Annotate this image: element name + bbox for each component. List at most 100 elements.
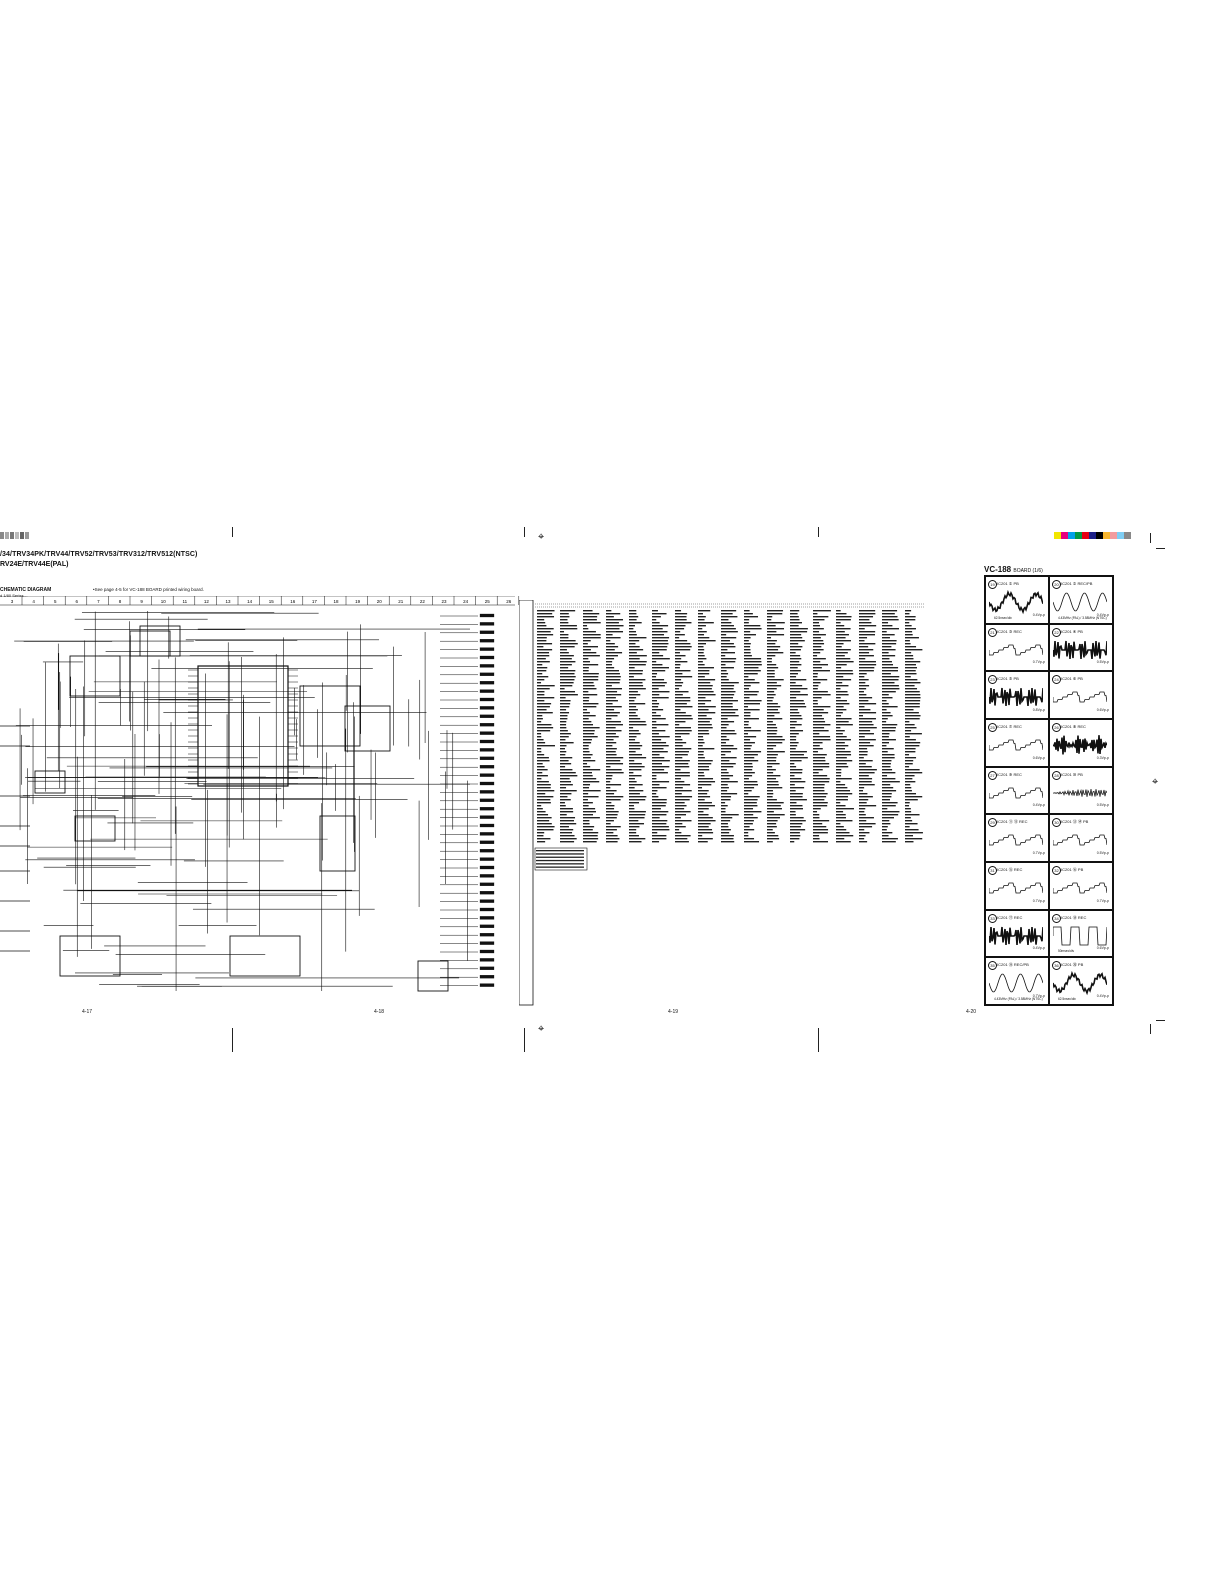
grid-number: 4: [32, 599, 35, 604]
waveform-title: VC-188 BOARD (1/6): [984, 565, 1043, 574]
page-number: 4-18: [374, 1009, 385, 1015]
waveform-trace: [989, 974, 1043, 993]
color-swatch: [1061, 532, 1068, 539]
waveform-ref: IC201 ⑩ PB: [1061, 771, 1083, 777]
waveform-number: 33: [988, 913, 997, 923]
waveform-ref: IC201 ⑲ REC/PB: [997, 962, 1029, 968]
waveform-trace: [1053, 735, 1107, 755]
waveform-trace: [989, 688, 1043, 707]
color-registration-bar: [1054, 532, 1131, 539]
waveform-ref: IC201 ⑳ PB: [1061, 962, 1084, 968]
page-title: /34/TRV34PK/TRV44/TRV52/TRV53/TRV312/TRV…: [0, 551, 198, 558]
grid-number: 7: [97, 599, 100, 604]
waveform-number: 21: [988, 627, 997, 637]
waveform-trace: [1053, 926, 1107, 946]
grid-number: 13: [225, 599, 231, 604]
color-swatch: [1096, 532, 1103, 539]
waveform-trace: [1053, 882, 1107, 894]
waveform-voltage: 0.3Vp-p: [1096, 755, 1109, 760]
waveform-number: 28: [1052, 770, 1061, 780]
grid-number: 11: [182, 599, 187, 604]
waveform-trace: [989, 926, 1043, 945]
color-swatch: [1110, 532, 1117, 539]
waveform-number: 27: [988, 770, 997, 780]
page-number: 4-19: [668, 1009, 679, 1015]
grid-number: 8: [119, 599, 122, 604]
color-swatch: [1117, 532, 1124, 539]
grid-number: 5: [54, 599, 57, 604]
waveform-timebase: 4.43MHz (PAL) / 3.58MHz (NTSC): [994, 997, 1043, 1001]
grid-number: 18: [333, 599, 339, 604]
waveform-trace: [1053, 788, 1107, 797]
grid-number: 25: [485, 599, 491, 604]
waveform-number: 35: [988, 961, 997, 971]
crop-mark: [232, 1028, 233, 1052]
waveform-number: 29: [988, 818, 997, 828]
waveform-ref: IC201 ⑨ REC: [997, 771, 1022, 777]
schematic-sub: d 1/80 Series---: [0, 593, 28, 598]
grid-number: 19: [355, 599, 361, 604]
waveform-timebase: 62.5nsec/div: [994, 615, 1012, 620]
waveform-voltage: 0.7Vp-p: [1032, 994, 1045, 998]
waveform-number: 36: [1052, 961, 1061, 971]
waveform-ref: IC201 ⑰ REC: [997, 914, 1023, 920]
waveform-ref: IC201 ⑧ REC: [1061, 724, 1086, 729]
waveform-trace: [1053, 971, 1107, 996]
color-swatch: [1089, 532, 1096, 539]
waveform-voltage: 0.6Vp-p: [1096, 946, 1109, 951]
color-swatch: [1075, 532, 1082, 539]
waveform-number: 20: [1052, 580, 1061, 589]
waveform-ref: IC201 ④ PB: [1061, 628, 1083, 634]
page-number: 4-20: [966, 1009, 977, 1015]
color-swatch: [1103, 532, 1110, 539]
waveform-trace: [1053, 592, 1107, 612]
color-swatch: [1068, 532, 1075, 539]
page-subtitle: RV24E/TRV44E(PAL): [0, 561, 69, 568]
grid-number: 20: [377, 599, 383, 604]
grid-number: 17: [312, 599, 318, 604]
waveform-number: 25: [988, 723, 997, 732]
crop-mark: [1150, 533, 1151, 543]
crop-mark: [1156, 548, 1165, 549]
waveform-timebase: 62.5nsec/div: [1058, 997, 1076, 1001]
waveform-voltage: 0.7Vp-p: [1032, 851, 1045, 855]
waveform-voltage: 0.5Vp-p: [1096, 851, 1109, 855]
crop-mark: [1150, 1024, 1151, 1034]
grid-number: 16: [290, 599, 296, 604]
waveform-number: 26: [1052, 723, 1061, 732]
waveform-number: 19: [988, 580, 997, 589]
grid-number: 3: [11, 599, 14, 604]
schematic-label: CHEMATIC DIAGRAM: [0, 587, 52, 593]
waveform-number: 32: [1052, 866, 1061, 875]
grid-number: 6: [76, 599, 79, 604]
crop-mark: [818, 1028, 819, 1052]
waveform-trace: [1053, 691, 1107, 703]
waveform-ref: IC201 ③ REC: [997, 628, 1022, 634]
crop-mark: [524, 527, 525, 537]
grid-number: 9: [140, 599, 143, 604]
waveform-number: 34: [1052, 913, 1061, 923]
color-swatch: [1054, 532, 1061, 539]
waveform-ref: IC201 ⑮ REC: [997, 867, 1023, 872]
grid-number: 14: [247, 599, 253, 604]
waveform-timebase: 4.43MHz (PAL) / 3.58MHz (NTSC): [1058, 615, 1107, 620]
waveform-voltage: 0.4Vp-p: [1032, 946, 1045, 951]
waveform-trace: [989, 834, 1043, 846]
waveform-number: 23: [988, 675, 997, 685]
waveform-voltage: 0.8Vp-p: [1032, 708, 1045, 712]
waveform-voltage: 0.4Vp-p: [1096, 612, 1109, 617]
